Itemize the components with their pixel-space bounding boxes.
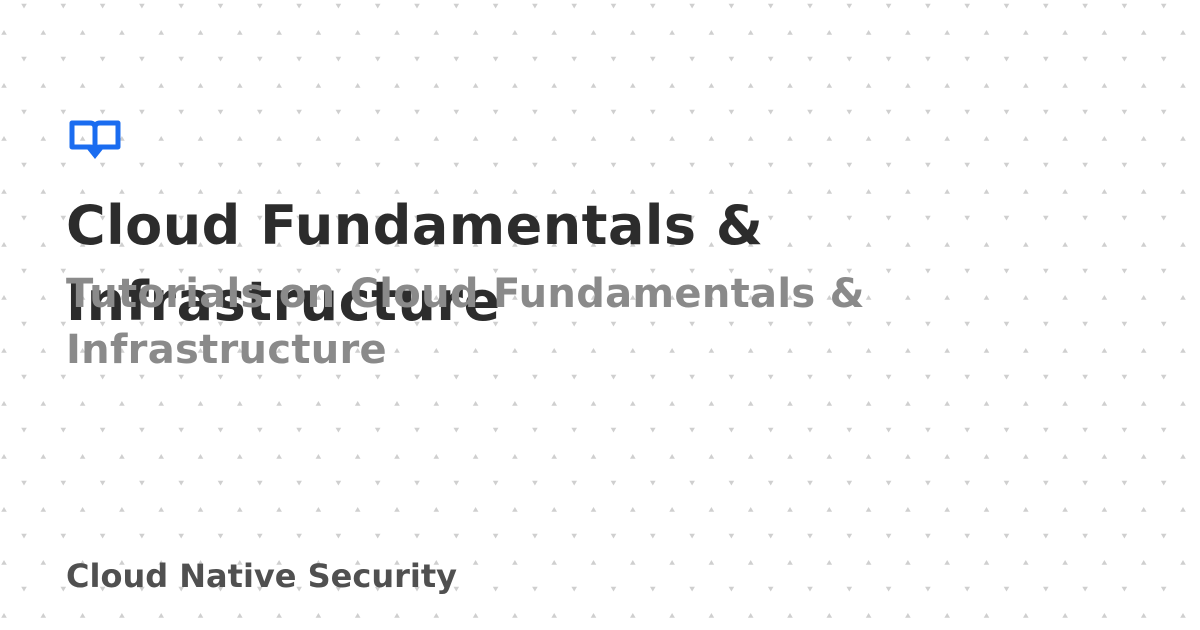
open-book-icon xyxy=(69,120,121,159)
page-title: Cloud Fundamentals & Infrastructure xyxy=(66,194,764,333)
page-subtitle: Tutorials on Cloud Fundamentals & Infras… xyxy=(66,271,865,373)
site-name: Cloud Native Security xyxy=(66,557,458,595)
